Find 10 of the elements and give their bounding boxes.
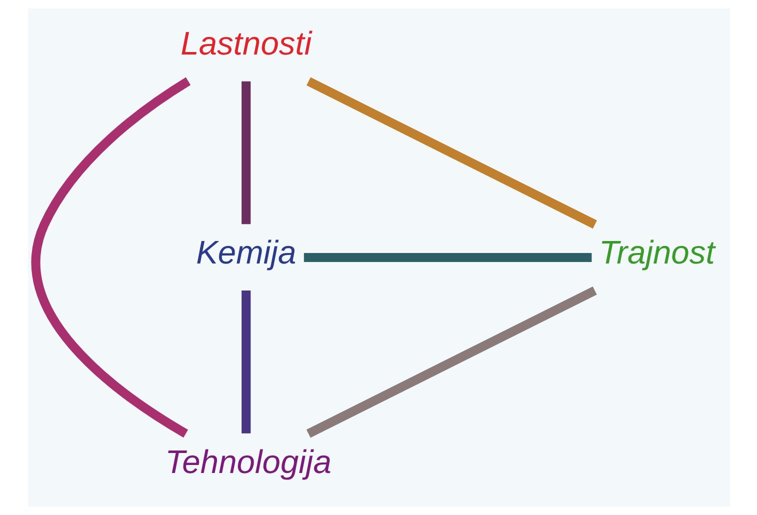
connector (30, 77, 190, 438)
connector (303, 252, 592, 262)
connector (241, 81, 250, 224)
connector (306, 77, 596, 229)
node-text: Lastnosti (180, 24, 312, 62)
connector (306, 286, 596, 438)
node-text: Kemija (196, 234, 296, 271)
node-text: Trajnost (598, 234, 714, 271)
connector (241, 290, 250, 434)
node-text: Tehnologija (164, 442, 331, 480)
